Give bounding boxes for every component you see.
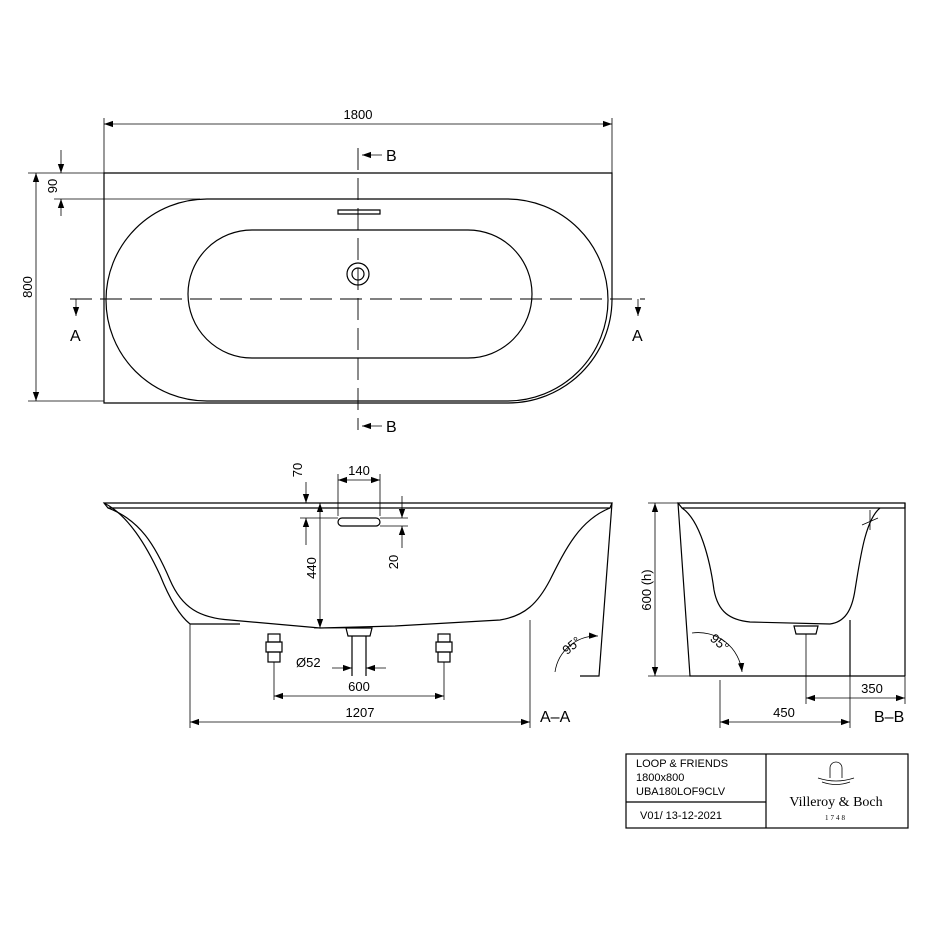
section-bb-outer-left xyxy=(677,502,905,677)
dim-waste-label: Ø52 xyxy=(296,655,321,670)
foot-right xyxy=(435,633,453,663)
dim-overflow-width-label: 140 xyxy=(348,463,370,478)
section-b-b: 600 (h) 95° 350 450 B–B xyxy=(639,502,906,728)
dim-depth-label: 440 xyxy=(304,557,319,579)
section-aa-outer-left xyxy=(103,502,191,625)
tub-basin-top xyxy=(187,229,533,359)
angle-arc-aa xyxy=(554,632,599,673)
section-bb-label: B–B xyxy=(874,709,904,726)
section-bb-waste xyxy=(793,625,819,635)
product-size: 1800x800 xyxy=(636,772,684,784)
dim-base-width-label: 450 xyxy=(773,705,795,720)
overflow-top xyxy=(337,209,381,215)
angle-arc-bb xyxy=(691,632,745,673)
dim-base-length-label: 1207 xyxy=(346,705,375,720)
drawing-version: V01/ 13-12-2021 xyxy=(640,810,722,822)
section-b-top-label: B xyxy=(386,148,397,165)
section-b-bottom-label: B xyxy=(386,419,397,436)
section-aa-outer-right xyxy=(580,502,613,677)
brand-logo: Villeroy & Boch 1748 xyxy=(789,761,883,822)
section-bb-rim xyxy=(676,502,906,509)
section-a-right-label: A xyxy=(632,328,643,345)
tub-outline-top xyxy=(103,172,613,404)
product-name: LOOP & FRIENDS xyxy=(636,758,728,770)
top-view: B B A A 1800 800 90 xyxy=(20,107,645,436)
dim-waste-offset-label: 350 xyxy=(861,681,883,696)
dim-feet-spacing-label: 600 xyxy=(348,679,370,694)
section-aa-inner-profile xyxy=(107,507,611,629)
brand-name: Villeroy & Boch xyxy=(789,795,882,810)
brand-logo-icon xyxy=(817,761,855,785)
section-a-a: 140 70 20 440 Ø52 600 1207 95° xyxy=(102,463,613,728)
section-aa-label: A–A xyxy=(540,709,571,726)
section-aa-rim xyxy=(102,502,613,509)
angle-label-aa: 95° xyxy=(559,633,584,657)
tub-rim-top xyxy=(105,198,609,402)
foot-left xyxy=(265,633,283,663)
dim-length-label: 1800 xyxy=(344,107,373,122)
dim-rim-label: 90 xyxy=(45,179,60,193)
section-aa-overflow xyxy=(337,517,381,527)
section-bb-inner-profile xyxy=(681,507,881,625)
section-aa-waste xyxy=(345,627,373,676)
dim-width-label: 800 xyxy=(20,276,35,298)
section-a-left-label: A xyxy=(70,328,81,345)
dim-overflow-height-label: 20 xyxy=(386,555,401,569)
title-block: LOOP & FRIENDS 1800x800 UBA180LOF9CLV V0… xyxy=(625,753,909,829)
dim-overflow-top-label: 70 xyxy=(290,463,305,477)
brand-year: 1748 xyxy=(825,814,847,822)
product-code: UBA180LOF9CLV xyxy=(636,786,726,798)
dim-height-label: 600 (h) xyxy=(639,569,654,610)
